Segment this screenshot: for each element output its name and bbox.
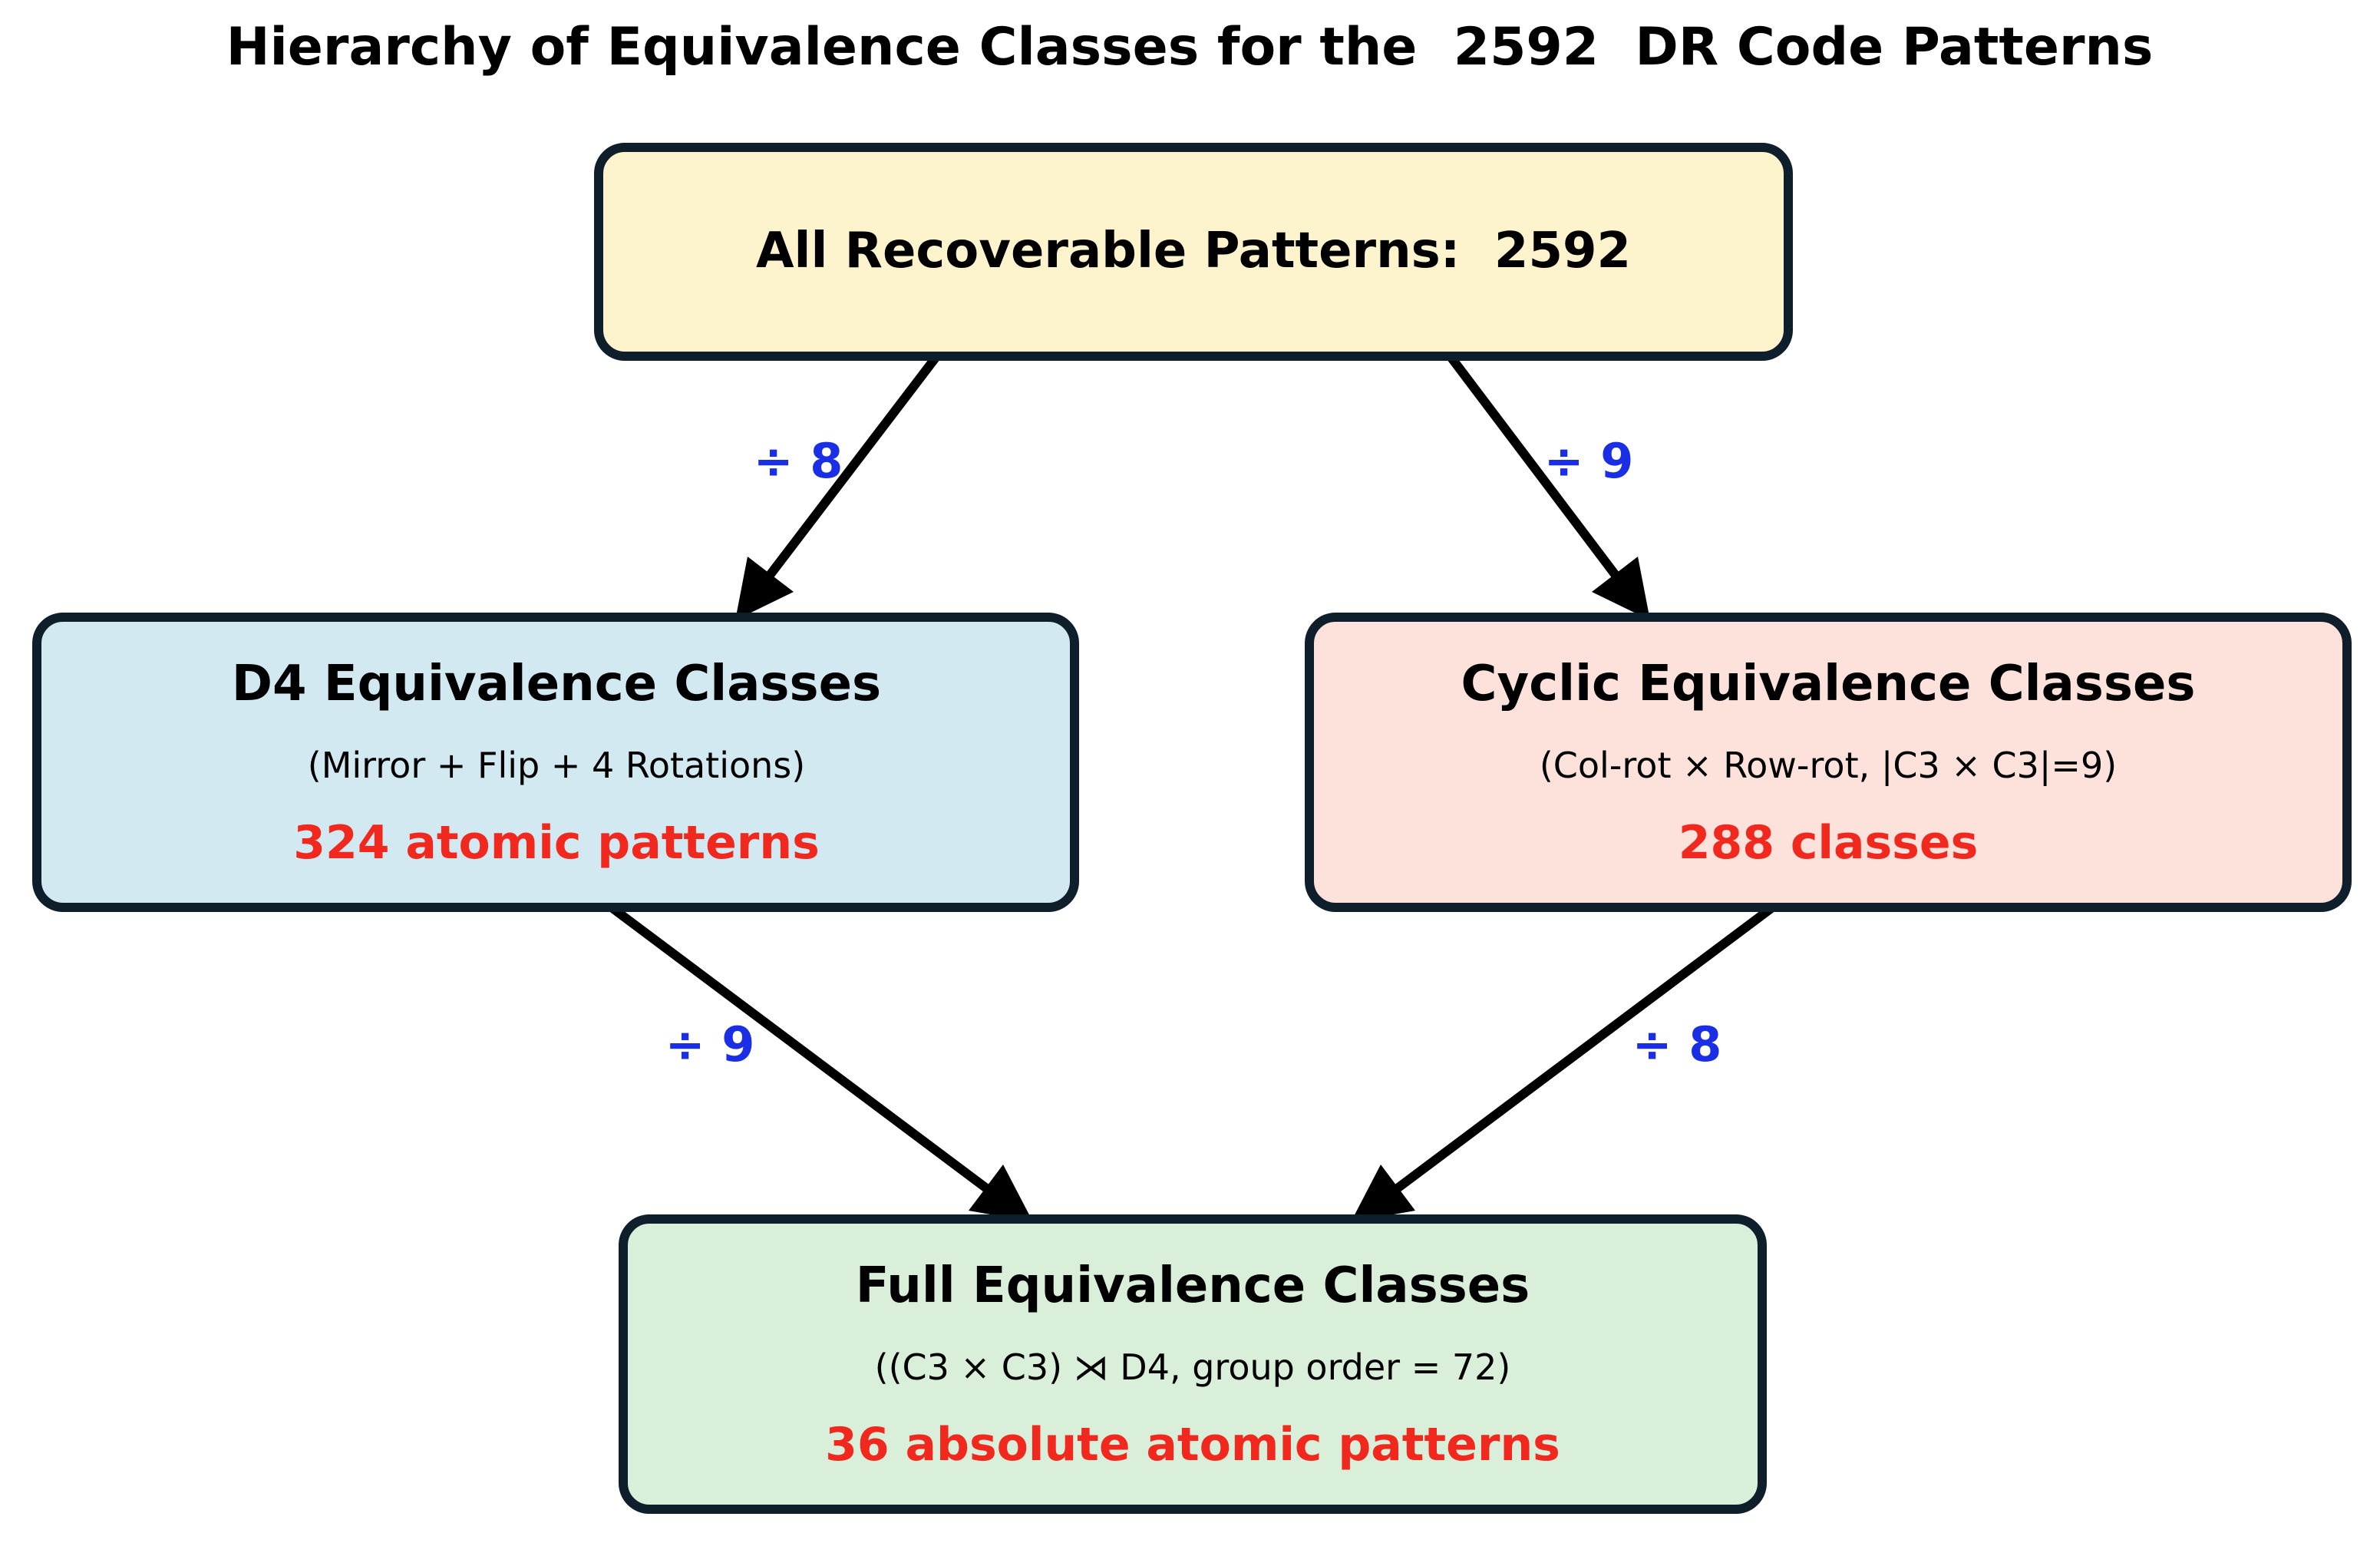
edge-line — [605, 901, 990, 1192]
node-title: Full Equivalence Classes — [856, 1257, 1530, 1314]
arrowhead-icon — [1592, 557, 1650, 620]
node-box — [594, 143, 1793, 361]
edge-label-d4-to-full: ÷ 9 — [665, 1016, 755, 1072]
node-all-patterns: All Recoverable Patterns: 2592 — [594, 143, 1793, 361]
node-box — [1305, 613, 2352, 912]
arrowhead-icon — [1351, 1165, 1415, 1222]
edge-label-root-to-cyclic: ÷ 9 — [1544, 433, 1634, 489]
edge-line — [1444, 350, 1619, 579]
edge-line — [766, 350, 942, 579]
edge-root-to-d4 — [735, 350, 942, 620]
edge-line — [1394, 901, 1779, 1192]
node-subtitle: (Mirror + Flip + 4 Rotations) — [308, 745, 805, 786]
edge-d4-to-full — [605, 901, 1033, 1222]
node-box — [619, 1214, 1767, 1514]
node-count: 324 atomic patterns — [293, 816, 820, 870]
edge-label-root-to-d4: ÷ 8 — [754, 433, 843, 489]
edge-cyclic-to-full — [1351, 901, 1779, 1222]
diagram-title: Hierarchy of Equivalence Classes for the… — [226, 17, 2154, 78]
arrowhead-icon — [735, 557, 794, 620]
node-subtitle: (Col-rot × Row-rot, |C3 × C3|=9) — [1540, 745, 2117, 787]
edge-root-to-cyclic — [1444, 350, 1650, 620]
node-box — [32, 613, 1079, 912]
edge-label-cyclic-to-full: ÷ 8 — [1632, 1016, 1722, 1072]
node-title: All Recoverable Patterns: 2592 — [756, 223, 1631, 279]
node-count: 288 classes — [1679, 816, 1979, 870]
node-d4-classes: D4 Equivalence Classes (Mirror + Flip + … — [32, 613, 1079, 912]
node-title: D4 Equivalence Classes — [232, 656, 881, 712]
node-count: 36 absolute atomic patterns — [825, 1418, 1560, 1472]
node-cyclic-classes: Cyclic Equivalence Classes (Col-rot × Ro… — [1305, 613, 2352, 912]
arrowhead-icon — [969, 1165, 1033, 1222]
node-title: Cyclic Equivalence Classes — [1461, 656, 2196, 712]
node-full-classes: Full Equivalence Classes ((C3 × C3) ⋊ D4… — [619, 1214, 1767, 1514]
node-subtitle: ((C3 × C3) ⋊ D4, group order = 72) — [875, 1346, 1511, 1388]
